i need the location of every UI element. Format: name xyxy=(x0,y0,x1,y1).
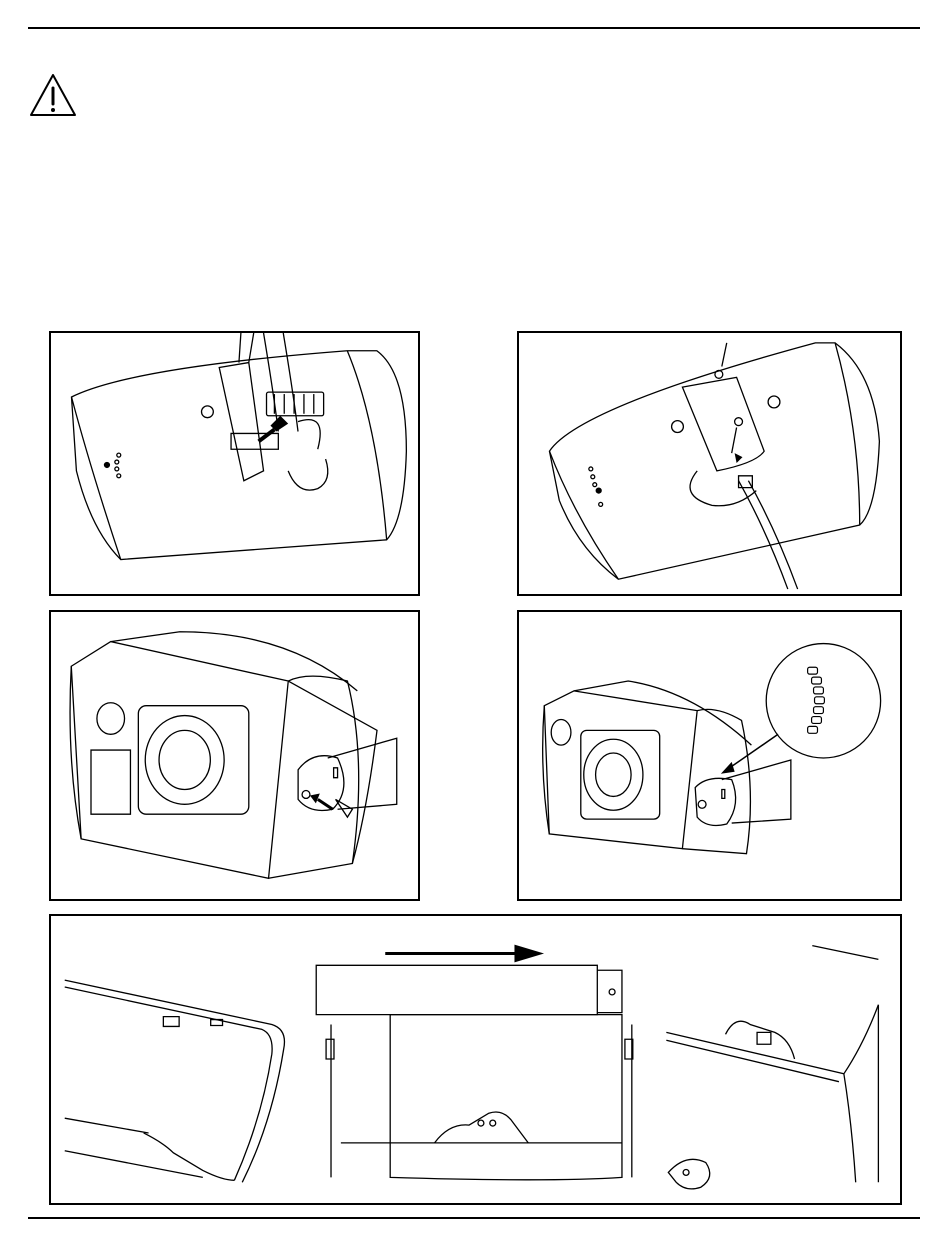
bottom-rule xyxy=(28,1217,920,1219)
speaker-front-bracket-illustration xyxy=(51,612,418,899)
figure-bracket-screw xyxy=(49,610,420,901)
grille-slide-illustration xyxy=(51,916,900,1203)
figure-terminal-connector xyxy=(49,331,420,596)
figure-grille-slide xyxy=(49,914,902,1205)
figure-bracket-detail xyxy=(517,610,902,901)
top-rule xyxy=(28,27,920,29)
figure-cover-plate xyxy=(517,331,902,596)
speaker-cover-plate-illustration xyxy=(519,333,900,594)
speaker-bracket-detail-illustration xyxy=(519,612,900,899)
speaker-connector-illustration xyxy=(51,333,418,594)
warning-triangle-icon xyxy=(28,72,78,118)
